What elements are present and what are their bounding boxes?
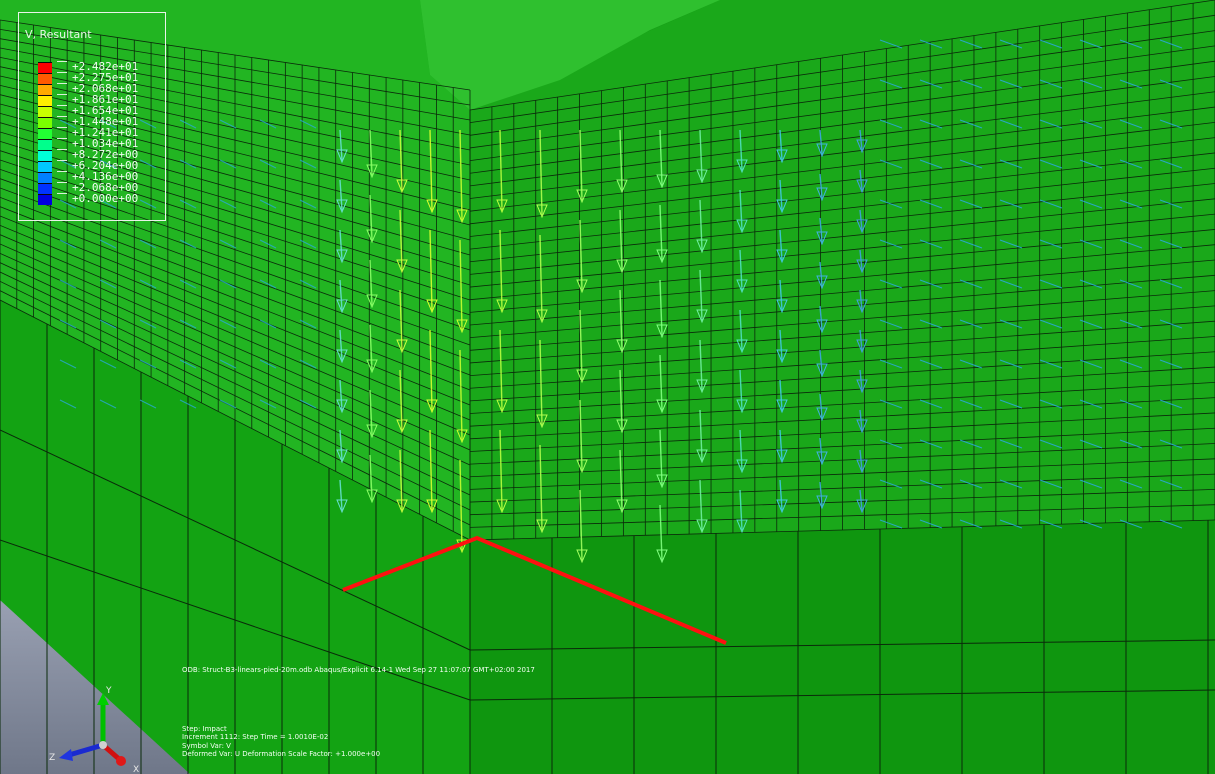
legend-title: V, Resultant <box>25 28 92 41</box>
legend-tick <box>57 116 67 117</box>
legend-swatch <box>38 62 52 73</box>
legend-value-label: +8.272e+00 <box>72 148 139 161</box>
legend-tick <box>57 171 67 172</box>
legend-swatch <box>38 84 52 95</box>
odb-info-line: ODB: Struct-B3-linears-pied-20m.odb Abaq… <box>182 666 535 674</box>
legend-swatch <box>38 172 52 183</box>
legend-value-label: +0.000e+00 <box>72 192 139 205</box>
legend-row: +1.861e+01 <box>19 93 167 106</box>
legend-row: +1.448e+01 <box>19 115 167 128</box>
legend-value-label: +1.034e+01 <box>72 137 139 150</box>
legend-row: +2.275e+01 <box>19 71 167 84</box>
legend-value-label: +1.241e+01 <box>72 126 139 139</box>
legend-value-label: +1.654e+01 <box>72 104 139 117</box>
legend-value-label: +2.482e+01 <box>72 60 139 73</box>
legend-tick <box>57 83 67 84</box>
contour-legend[interactable]: V, Resultant +2.482e+01+2.275e+01+2.068e… <box>18 12 166 221</box>
legend-swatch <box>38 183 52 194</box>
legend-row: +4.136e+00 <box>19 170 167 183</box>
legend-swatch <box>38 128 52 139</box>
legend-row: +2.068e+01 <box>19 82 167 95</box>
legend-value-label: +6.204e+00 <box>72 159 139 172</box>
legend-row: +1.654e+01 <box>19 104 167 117</box>
top-rim <box>420 0 720 110</box>
legend-tick <box>57 138 67 139</box>
legend-swatch <box>38 194 52 205</box>
triad-z-label: Z <box>49 753 56 763</box>
legend-row: +2.068e+00 <box>19 181 167 194</box>
legend-swatch <box>38 95 52 106</box>
legend-value-label: +2.275e+01 <box>72 71 139 84</box>
legend-tick <box>57 193 67 194</box>
legend-value-label: +1.448e+01 <box>72 115 139 128</box>
legend-swatch <box>38 139 52 150</box>
coordinate-triad: Y Z X <box>45 683 145 774</box>
crack-path-line <box>342 535 727 645</box>
increment-label: Increment 1112: Step Time = 1.0010E-02 <box>182 733 329 742</box>
legend-tick <box>57 61 67 62</box>
triad-icon <box>59 693 126 766</box>
legend-row: +0.000e+00 <box>19 192 167 205</box>
legend-tick <box>57 182 67 183</box>
legend-value-label: +2.068e+01 <box>72 82 139 95</box>
legend-tick <box>57 149 67 150</box>
legend-tick <box>57 72 67 73</box>
block-front-right <box>470 520 1215 774</box>
legend-value-label: +2.068e+00 <box>72 181 139 194</box>
triad-x-label: X <box>133 765 140 774</box>
legend-value-label: +4.136e+00 <box>72 170 139 183</box>
triad-y-label: Y <box>106 686 112 696</box>
legend-swatch <box>38 150 52 161</box>
legend-swatch <box>38 106 52 117</box>
legend-tick <box>57 105 67 106</box>
velocity-arrows <box>59 39 1183 564</box>
legend-swatch <box>38 73 52 84</box>
step-label: Step: Impact <box>182 725 227 733</box>
legend-row: +1.241e+01 <box>19 126 167 139</box>
step-info-block: Step: Impact Increment 1112: Step Time =… <box>182 725 380 758</box>
legend-swatch <box>38 161 52 172</box>
legend-row: +8.272e+00 <box>19 148 167 161</box>
legend-tick <box>57 160 67 161</box>
legend-value-label: +1.861e+01 <box>72 93 139 106</box>
deformed-var-label: Deformed Var: U Deformation Scale Factor… <box>182 749 381 758</box>
legend-tick <box>57 127 67 128</box>
symbol-var-label: Symbol Var: V <box>182 741 231 750</box>
legend-row: +6.204e+00 <box>19 159 167 172</box>
legend-swatch <box>38 117 52 128</box>
legend-row: +1.034e+01 <box>19 137 167 150</box>
legend-row: +2.482e+01 <box>19 60 167 73</box>
legend-tick <box>57 94 67 95</box>
